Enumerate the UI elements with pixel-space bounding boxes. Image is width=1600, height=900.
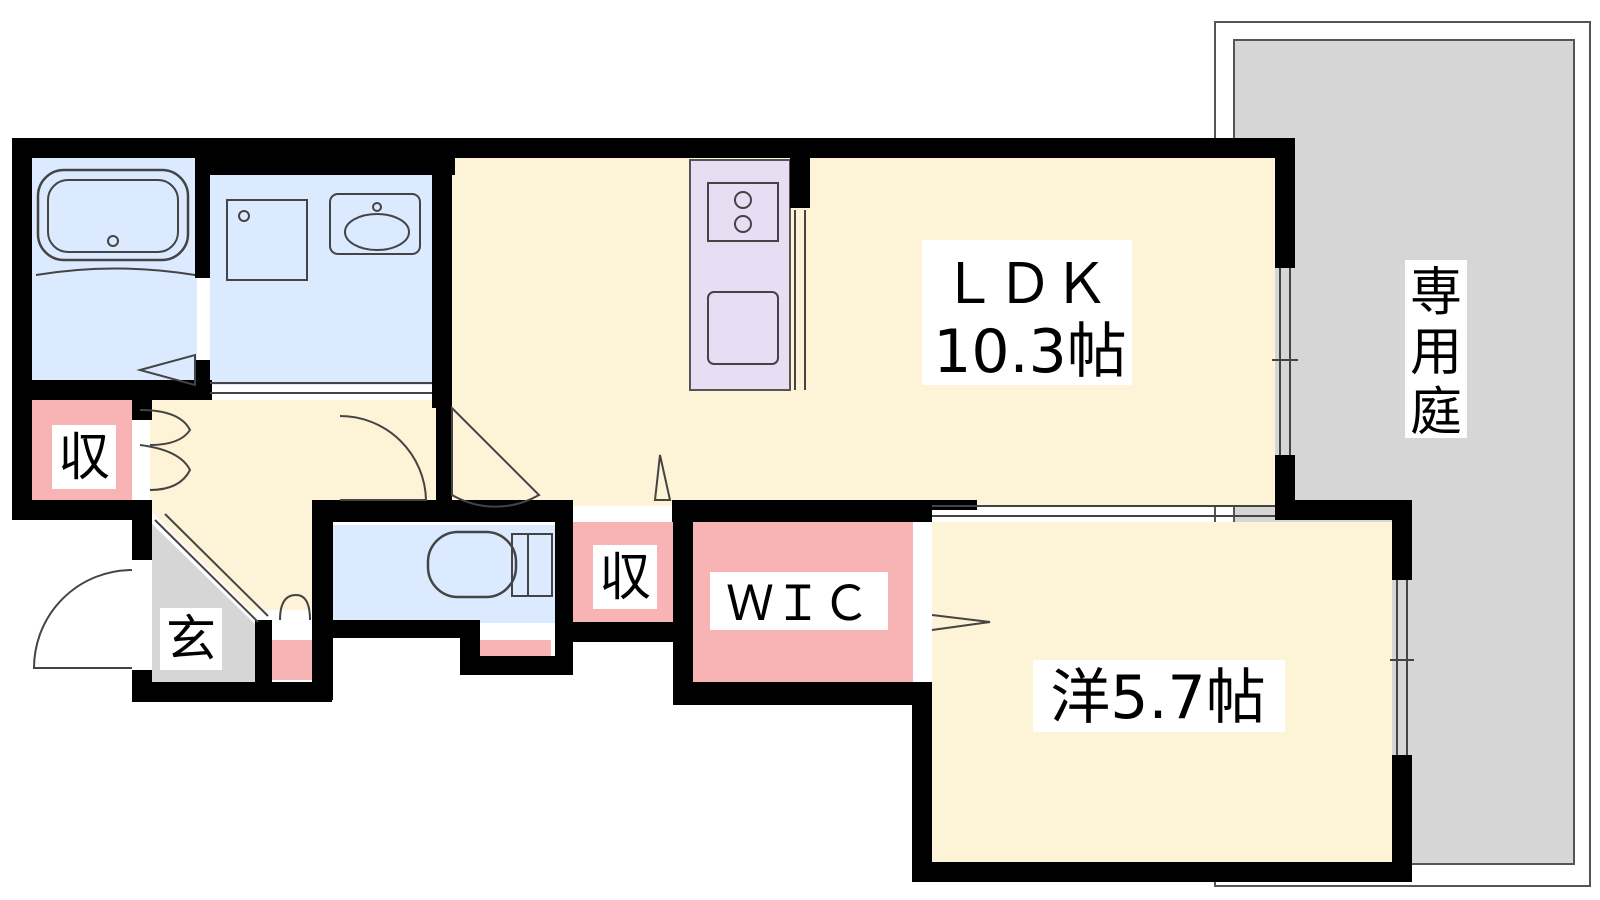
wash-basin-icon bbox=[329, 193, 421, 255]
hallway-lower-area bbox=[150, 510, 315, 610]
ldk-name-label: ＬＤＫ bbox=[941, 252, 1109, 317]
garden-label-2: 用 bbox=[1410, 323, 1462, 383]
sink bbox=[707, 291, 779, 365]
washer-pan bbox=[226, 199, 308, 281]
ldk-area bbox=[452, 158, 1275, 506]
ldk-size-label: 10.3帖 bbox=[933, 317, 1127, 387]
bathtub-icon bbox=[36, 168, 190, 262]
kitchen-counter bbox=[689, 159, 791, 391]
walls bbox=[12, 138, 1412, 882]
burner-icon bbox=[734, 215, 752, 233]
storage-hall-label: 収 bbox=[599, 548, 651, 608]
shoe-cabinet bbox=[272, 640, 312, 680]
labels: ＬＤＫ 10.3帖 洋5.7帖 ＷＩＣ 収 収 玄 専 用 庭 bbox=[52, 240, 1467, 733]
hallway-area bbox=[150, 400, 450, 510]
wic-label: ＷＩＣ bbox=[726, 576, 870, 632]
windows-doors bbox=[32, 210, 1414, 755]
bathroom-fixtures bbox=[35, 168, 421, 281]
storage-main-label: 収 bbox=[58, 428, 110, 488]
garden-label-1: 専 bbox=[1410, 263, 1462, 323]
western-room-label: 洋5.7帖 bbox=[1050, 663, 1265, 733]
burner-icon bbox=[734, 191, 752, 209]
toilet-area bbox=[333, 525, 555, 623]
garden-label-3: 庭 bbox=[1410, 383, 1462, 443]
toilet-shelf bbox=[478, 640, 551, 656]
toilet-icon bbox=[426, 530, 553, 599]
stove bbox=[707, 182, 779, 242]
entrance-label: 玄 bbox=[166, 610, 216, 668]
